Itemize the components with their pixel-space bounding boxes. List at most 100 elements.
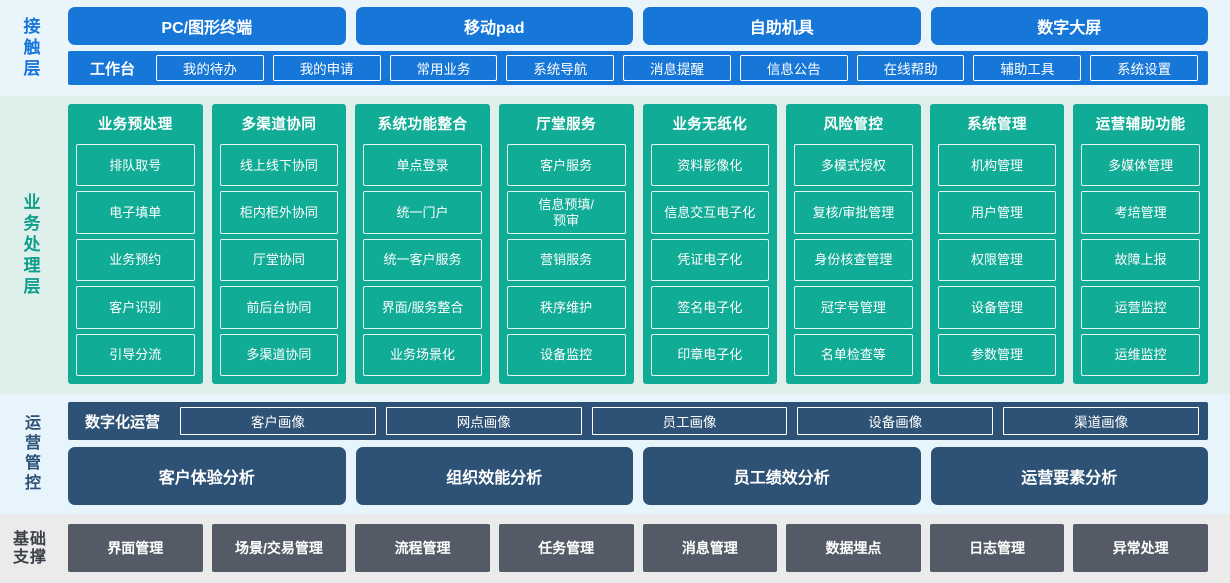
portrait-device[interactable]: 设备画像 <box>797 407 994 435</box>
workbench-item-help-label: 在线帮助 <box>883 62 938 77</box>
business-item[interactable]: 设备监控 <box>506 333 626 377</box>
workbench-item-tools[interactable]: 辅助工具 <box>973 55 1082 81</box>
workbench-item-help[interactable]: 在线帮助 <box>856 55 965 81</box>
layer-contact-body: PC/图形终端 移动pad 自助机具 数字大屏 工作台 我的待办 我的申请 常用… <box>60 0 1230 96</box>
workbench-item-nav-label: 系统导航 <box>533 62 588 77</box>
foundation-item-process[interactable]: 流程管理 <box>355 524 490 572</box>
workbench-item-notice[interactable]: 信息公告 <box>739 55 848 81</box>
foundation-item-scene-transaction[interactable]: 场景/交易管理 <box>211 524 347 572</box>
business-item[interactable]: 线上线下协同 <box>219 144 339 187</box>
workbench-item-common-label: 常用业务 <box>416 62 471 77</box>
business-item[interactable]: 参数管理 <box>937 333 1057 377</box>
foundation-item-scene-transaction-label: 场景/交易管理 <box>234 540 323 556</box>
terminal-card-kiosk[interactable]: 自助机具 <box>643 7 921 45</box>
business-item[interactable]: 多媒体管理 <box>1081 144 1200 187</box>
business-item[interactable]: 用户管理 <box>937 191 1057 234</box>
foundation-item-data-tracking[interactable]: 数据埋点 <box>786 524 921 572</box>
business-item[interactable]: 故障上报 <box>1081 238 1200 282</box>
workbench-item-message[interactable]: 消息提醒 <box>623 55 731 81</box>
business-item[interactable]: 身份核查管理 <box>794 238 913 282</box>
portrait-channel[interactable]: 渠道画像 <box>1003 407 1199 435</box>
foundation-item-message-label: 消息管理 <box>681 540 738 556</box>
business-item[interactable]: 冠字号管理 <box>794 286 913 329</box>
business-column-paperless: 业务无纸化 资料影像化 信息交互电子化 凭证电子化 签名电子化 印章电子化 <box>642 104 778 384</box>
portrait-branch[interactable]: 网点画像 <box>385 407 582 435</box>
business-item[interactable]: 业务预约 <box>76 238 195 282</box>
business-item[interactable]: 运维监控 <box>1081 333 1200 377</box>
business-item[interactable]: 凭证电子化 <box>650 238 770 282</box>
business-item[interactable]: 统一客户服务 <box>363 238 482 282</box>
business-item[interactable]: 运营监控 <box>1081 286 1200 329</box>
business-item[interactable]: 考培管理 <box>1081 191 1200 234</box>
business-item[interactable]: 名单检查等 <box>794 333 913 377</box>
foundation-item-task[interactable]: 任务管理 <box>498 524 634 572</box>
business-item[interactable]: 多模式授权 <box>794 144 913 187</box>
workbench-item-common[interactable]: 常用业务 <box>389 55 498 81</box>
workbench-item-todo[interactable]: 我的待办 <box>156 55 264 81</box>
business-item[interactable]: 引导分流 <box>76 333 195 377</box>
business-item[interactable]: 前后台协同 <box>219 286 339 329</box>
business-item[interactable]: 电子填单 <box>76 191 195 234</box>
portrait-branch-label: 网点画像 <box>456 415 511 430</box>
business-item[interactable]: 营销服务 <box>506 238 626 282</box>
business-item[interactable]: 柜内柜外协同 <box>219 191 339 234</box>
layer-business-label: 业务处理层 <box>20 192 40 298</box>
terminal-card-bigscreen-label: 数字大屏 <box>1037 20 1102 37</box>
business-item[interactable]: 客户识别 <box>76 286 195 329</box>
business-item[interactable]: 秩序维护 <box>506 286 626 329</box>
business-item[interactable]: 复核/审批管理 <box>794 191 913 234</box>
business-item[interactable]: 统一门户 <box>363 191 482 234</box>
layer-foundation-body: 界面管理 场景/交易管理 流程管理 任务管理 消息管理 数据埋点 日志管理 异常… <box>60 514 1230 583</box>
business-item[interactable]: 单点登录 <box>363 144 482 187</box>
business-column-row: 业务预处理 排队取号 电子填单 业务预约 客户识别 引导分流 多渠道协同 线上线… <box>68 104 1208 384</box>
business-item[interactable]: 信息预填/ 预审 <box>506 191 626 234</box>
layer-foundation: 基础 支撑 界面管理 场景/交易管理 流程管理 任务管理 消息管理 数据埋点 日… <box>0 514 1230 583</box>
foundation-item-message[interactable]: 消息管理 <box>642 524 778 572</box>
business-item[interactable]: 信息交互电子化 <box>650 191 770 234</box>
portrait-device-label: 设备画像 <box>868 415 923 430</box>
workbench-item-apply[interactable]: 我的申请 <box>272 55 381 81</box>
workbench-item-notice-label: 信息公告 <box>766 62 821 77</box>
portrait-employee[interactable]: 员工画像 <box>591 407 788 435</box>
analysis-org-efficiency-label: 组织效能分析 <box>446 470 543 487</box>
portrait-customer[interactable]: 客户画像 <box>180 407 376 435</box>
business-item[interactable]: 客户服务 <box>506 144 626 187</box>
business-column-integration-title: 系统功能整合 <box>377 117 468 133</box>
analysis-customer-experience-label: 客户体验分析 <box>158 470 255 487</box>
business-item[interactable]: 签名电子化 <box>650 286 770 329</box>
business-column-preprocess-title: 业务预处理 <box>97 117 173 133</box>
business-item[interactable]: 业务场景化 <box>363 333 482 377</box>
business-item[interactable]: 机构管理 <box>937 144 1057 187</box>
business-item[interactable]: 多渠道协同 <box>219 333 339 377</box>
foundation-item-exception-label: 异常处理 <box>1112 540 1169 556</box>
business-item[interactable]: 印章电子化 <box>650 333 770 377</box>
terminal-card-kiosk-label: 自助机具 <box>749 20 814 37</box>
terminal-card-pc[interactable]: PC/图形终端 <box>68 7 346 45</box>
analysis-customer-experience[interactable]: 客户体验分析 <box>68 447 346 505</box>
layer-operations: 运营管控 数字化运营 客户画像 网点画像 员工画像 设备画像 渠道画像 客户体验… <box>0 394 1230 514</box>
business-item[interactable]: 权限管理 <box>937 238 1057 282</box>
terminal-card-pad[interactable]: 移动pad <box>355 7 633 45</box>
foundation-item-data-tracking-label: 数据埋点 <box>825 540 882 556</box>
analysis-operation-factors[interactable]: 运营要素分析 <box>930 447 1208 505</box>
business-item[interactable]: 界面/服务整合 <box>363 286 482 329</box>
workbench-item-nav[interactable]: 系统导航 <box>506 55 615 81</box>
analysis-org-efficiency[interactable]: 组织效能分析 <box>355 447 633 505</box>
analysis-operation-factors-label: 运营要素分析 <box>1021 470 1118 487</box>
analysis-employee-performance[interactable]: 员工绩效分析 <box>643 447 921 505</box>
foundation-item-log[interactable]: 日志管理 <box>929 524 1065 572</box>
terminal-card-pad-label: 移动pad <box>464 20 525 37</box>
foundation-item-log-label: 日志管理 <box>969 540 1026 556</box>
business-column-lobby: 厅堂服务 客户服务 信息预填/ 预审 营销服务 秩序维护 设备监控 <box>498 104 634 384</box>
layer-business-body: 业务预处理 排队取号 电子填单 业务预约 客户识别 引导分流 多渠道协同 线上线… <box>60 96 1230 394</box>
foundation-item-exception[interactable]: 异常处理 <box>1073 524 1208 572</box>
business-item[interactable]: 厅堂协同 <box>219 238 339 282</box>
business-item[interactable]: 排队取号 <box>76 144 195 187</box>
terminal-card-bigscreen[interactable]: 数字大屏 <box>930 7 1208 45</box>
business-item[interactable]: 设备管理 <box>937 286 1057 329</box>
workbench-item-apply-label: 我的申请 <box>299 62 354 77</box>
business-item[interactable]: 资料影像化 <box>650 144 770 187</box>
workbench-item-todo-label: 我的待办 <box>182 62 237 77</box>
foundation-item-ui[interactable]: 界面管理 <box>68 524 203 572</box>
workbench-item-settings[interactable]: 系统设置 <box>1090 55 1199 81</box>
